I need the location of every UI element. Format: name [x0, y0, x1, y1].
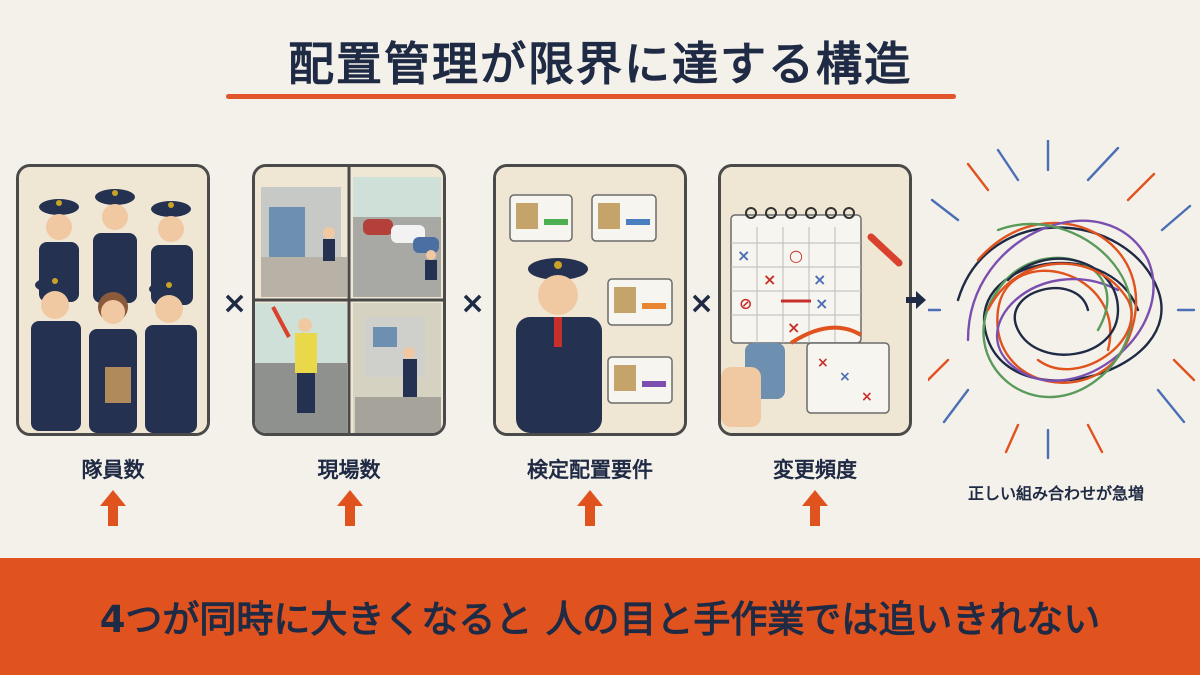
work-sites-illustration: [255, 167, 443, 433]
factor-label-change-frequency: 変更頻度: [773, 458, 857, 482]
title-underline: [226, 94, 956, 99]
page-title: 配置管理が限界に達する構造: [288, 37, 912, 91]
svg-text:×: ×: [839, 369, 851, 385]
schedule-change-calendar-illustration: × ○ × × ⊘ × × × × ×: [721, 167, 909, 433]
certification-cards-illustration: [496, 167, 684, 433]
arrow-right-icon: [906, 291, 926, 309]
factor-label-guards: 隊員数: [81, 458, 145, 482]
security-guard-group-illustration: [19, 167, 207, 433]
times-operator-2: ×: [460, 286, 486, 321]
svg-text:×: ×: [817, 355, 829, 371]
factor-label-sites: 現場数: [317, 458, 381, 482]
svg-text:⊘: ⊘: [739, 294, 752, 313]
schedule-panel: × ○ × × ⊘ × × × × ×: [718, 164, 912, 436]
result-label: 正しい組み合わせが急増: [967, 484, 1144, 503]
svg-text:×: ×: [737, 246, 750, 265]
arrow-up-icon: [100, 490, 126, 526]
svg-text:×: ×: [787, 318, 800, 337]
arrow-up-icon: [337, 490, 363, 526]
svg-text:×: ×: [861, 389, 873, 405]
svg-text:×: ×: [813, 270, 826, 289]
certification-panel: [493, 164, 687, 436]
factor-label-certification: 検定配置要件: [527, 458, 653, 482]
arrow-up-icon: [802, 490, 828, 526]
tangled-lines-icon: [928, 140, 1196, 460]
svg-text:×: ×: [763, 270, 776, 289]
sites-panel: [252, 164, 446, 436]
times-operator-1: ×: [222, 286, 248, 321]
times-operator-3: ×: [689, 286, 715, 321]
arrow-up-icon: [577, 490, 603, 526]
svg-text:○: ○: [789, 246, 803, 265]
banner-text: 4つが同時に大きくなると 人の目と手作業では追いきれない: [99, 598, 1101, 641]
bottom-banner: [0, 558, 1200, 675]
guards-panel: [16, 164, 210, 436]
svg-text:×: ×: [815, 294, 828, 313]
